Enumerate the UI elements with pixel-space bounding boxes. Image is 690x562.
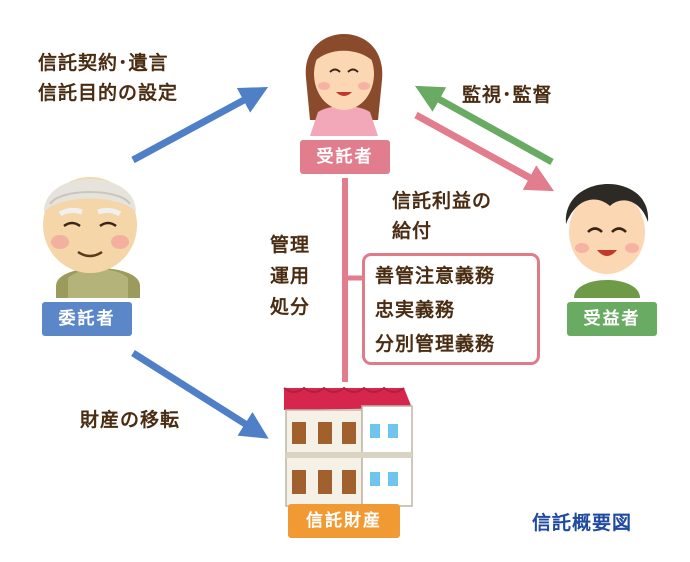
settlor-badge: 委託者 bbox=[42, 302, 132, 336]
beneficiary-badge: 受益者 bbox=[567, 302, 657, 336]
duty-item: 分別管理義務 bbox=[375, 333, 496, 355]
manage-label-line2: 運用 bbox=[270, 265, 311, 287]
duty-item: 忠実義務 bbox=[375, 299, 456, 321]
duty-item: 善管注意義務 bbox=[375, 265, 496, 287]
manage-label-line1: 管理 bbox=[270, 234, 311, 256]
trustee-duties-box: 善管注意義務 忠実義務 分別管理義務 bbox=[362, 253, 540, 365]
arrow-trustee-to-beneficiary bbox=[414, 111, 555, 192]
benefit-label-line1: 信託利益の bbox=[392, 190, 493, 212]
contract-label: 信託契約･遺言 信託目的の設定 bbox=[38, 48, 178, 108]
benefit-label: 信託利益の 給付 bbox=[392, 186, 492, 246]
contract-label-line1: 信託契約･遺言 bbox=[38, 52, 169, 74]
monitor-label: 監視･監督 bbox=[462, 84, 553, 106]
transfer-label: 財産の移転 bbox=[80, 409, 181, 431]
property-badge: 信託財産 bbox=[288, 504, 400, 538]
arrow-beneficiary-to-trustee bbox=[414, 85, 554, 166]
diagram-caption: 信託概要図 bbox=[532, 512, 633, 534]
manage-label-line3: 処分 bbox=[270, 296, 311, 318]
contract-label-line2: 信託目的の設定 bbox=[38, 82, 179, 104]
arrow-settlor-to-property bbox=[131, 350, 269, 439]
manage-label: 管理 運用 処分 bbox=[270, 230, 310, 323]
arrow-settlor-to-trustee bbox=[131, 87, 269, 164]
benefit-label-line2: 給付 bbox=[392, 220, 433, 242]
trustee-badge: 受託者 bbox=[300, 140, 390, 174]
